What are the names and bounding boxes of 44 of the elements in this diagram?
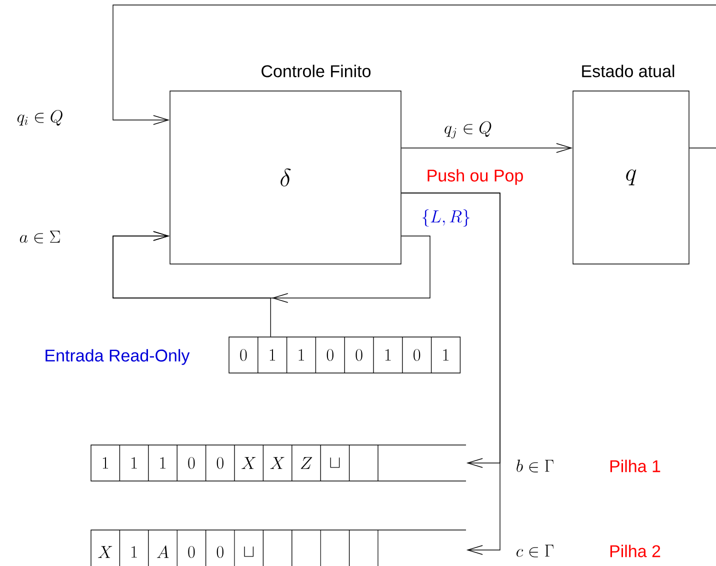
tape-symbol: $Z$ [300, 457, 312, 469]
tape-symbol: $1$ [132, 546, 137, 558]
box-title: Controle Finito [262, 64, 371, 78]
state-box: $\delta$ [170, 90, 402, 264]
note-label: $q_i \in Q$ [17, 110, 62, 126]
tape-symbol: $0$ [216, 457, 224, 469]
arrow [112, 231, 271, 337]
tape-symbol: $0$ [188, 457, 195, 469]
edge-label: $b \in \Gamma$ [516, 460, 554, 472]
note-label: Push ou Pop [428, 169, 523, 185]
tape-symbol: $A$ [157, 546, 169, 558]
tape [90, 444, 466, 482]
tape-symbol: $1$ [298, 349, 304, 361]
tape-symbol: $1$ [386, 349, 391, 361]
tape [228, 336, 461, 374]
tape-symbol: $0$ [240, 349, 247, 361]
edge-label: $c \in \Gamma$ [516, 544, 554, 558]
tape-symbol: $1$ [160, 457, 166, 469]
tape-symbol: $\sqcup$ [330, 457, 340, 468]
note-label: Pilha 1 [610, 460, 660, 472]
state-box: $q$ [572, 90, 690, 264]
arrow [401, 192, 500, 555]
tape-symbol: $1$ [270, 349, 276, 361]
tape-symbol: $X$ [98, 546, 112, 558]
tape-symbol: $0$ [216, 546, 224, 558]
tape-symbol: $1$ [102, 457, 108, 469]
note-label: $\{L, R\}$ [422, 209, 470, 227]
arrow [401, 143, 573, 153]
tape-symbol: $1$ [443, 349, 448, 361]
tape-symbol: $0$ [356, 349, 362, 361]
edge-label: $q_j \in Q$ [444, 121, 492, 138]
tape-caption: Entrada Read-Only [46, 349, 190, 365]
tape-symbol: $1$ [132, 457, 137, 469]
tape-symbol: $0$ [326, 349, 334, 361]
tape-symbol: $X$ [270, 457, 284, 469]
arrow [112, 4, 716, 148]
box-title: Estado atual [582, 64, 674, 78]
tape-symbol: $X$ [242, 457, 256, 469]
tape-symbol: $0$ [188, 546, 195, 558]
tape-symbol: $0$ [414, 349, 420, 361]
note-label: $a \in \Sigma$ [20, 230, 60, 244]
tape [90, 530, 466, 566]
tape-symbol: $\sqcup$ [244, 546, 254, 557]
note-label: Pilha 2 [610, 544, 660, 558]
